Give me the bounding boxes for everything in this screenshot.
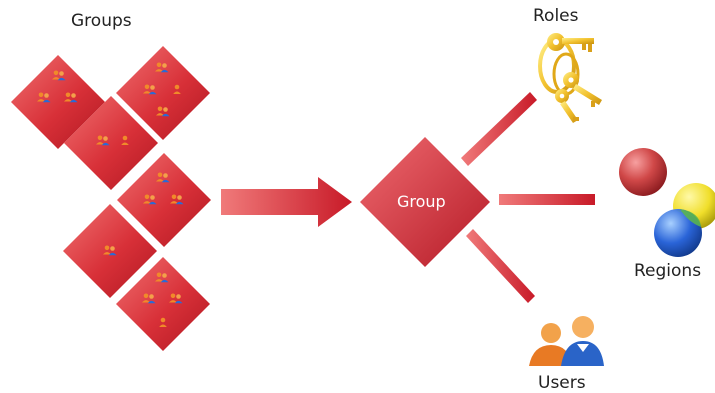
spheres-icon	[619, 148, 715, 257]
source-group-tile	[116, 257, 210, 351]
connector-roles	[461, 92, 537, 166]
source-group-tile	[116, 46, 210, 140]
roles-label: Roles	[533, 6, 579, 26]
source-group-tile	[63, 204, 157, 298]
source-group-tile	[117, 153, 211, 247]
connector-regions	[499, 194, 595, 205]
users-label: Users	[538, 373, 586, 393]
central-group-diamond	[360, 137, 490, 267]
source-group-tile	[64, 96, 158, 190]
connector-users	[466, 229, 535, 303]
groups-label: Groups	[71, 11, 132, 31]
regions-label: Regions	[634, 261, 702, 281]
flow-arrow	[221, 177, 352, 227]
center-group-label: Group	[397, 192, 446, 211]
users-icon	[529, 316, 604, 366]
keys-icon	[538, 33, 602, 123]
